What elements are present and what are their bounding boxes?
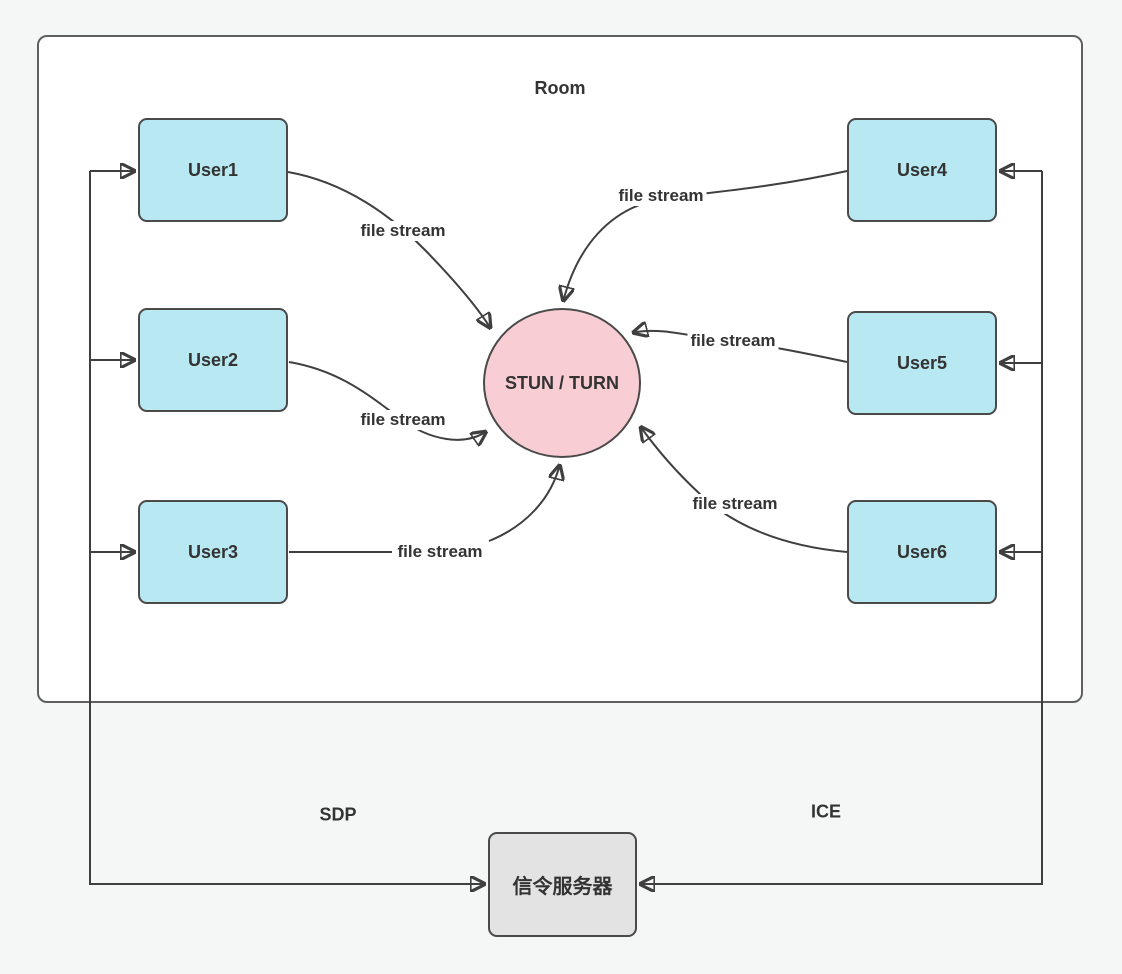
node-signaling-server: 信令服务器 <box>488 832 637 937</box>
edge-label-sdp: SDP <box>319 804 357 825</box>
edge-label-file-stream-user2: file stream <box>357 410 449 430</box>
edge-label-file-stream-user4: file stream <box>615 186 707 206</box>
node-user4: User4 <box>847 118 997 222</box>
edge-label-file-stream-user6: file stream <box>689 494 781 514</box>
node-user5: User5 <box>847 311 997 415</box>
room-title: Room <box>534 78 586 98</box>
node-stun-turn: STUN / TURN <box>483 308 641 458</box>
node-user1: User1 <box>138 118 288 222</box>
edge-label-file-stream-user5: file stream <box>687 331 779 351</box>
node-user3: User3 <box>138 500 288 604</box>
node-user6: User6 <box>847 500 997 604</box>
edge-label-file-stream-user1: file stream <box>357 221 449 241</box>
edge-label-file-stream-user3: file stream <box>394 542 486 562</box>
node-user2: User2 <box>138 308 288 412</box>
edge-label-ice: ICE <box>810 801 842 822</box>
